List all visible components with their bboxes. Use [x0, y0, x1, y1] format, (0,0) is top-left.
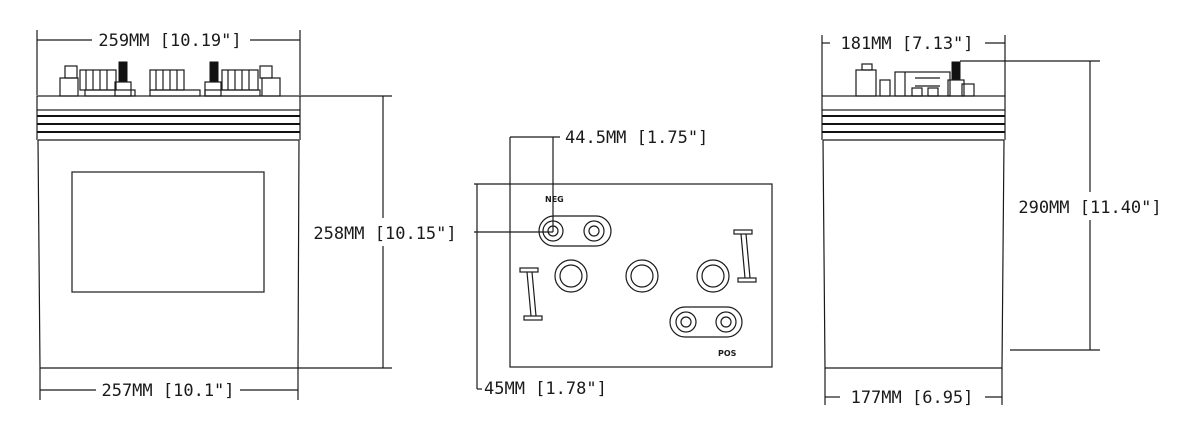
front-terminals [59, 61, 281, 97]
front-view: 259MM [10.19"] [36, 30, 457, 401]
side-bottom-width-label: 177MM [6.95] [851, 388, 974, 408]
pos-terminal [669, 306, 743, 338]
top-view-outline [509, 183, 773, 368]
handle-right [733, 229, 757, 283]
terminal-offset-x-label: 44.5MM [1.75"] [565, 128, 708, 148]
front-top-width-label: 259MM [10.19"] [98, 31, 241, 51]
side-height-label: 290MM [11.40"] [1018, 198, 1161, 218]
side-terminals [855, 61, 975, 97]
side-top-width-label: 181MM [7.13"] [840, 34, 973, 54]
terminal-offset-y-label: 45MM [1.78"] [484, 379, 607, 399]
neg-terminal [538, 215, 612, 247]
vent-caps [554, 259, 730, 293]
side-view: 181MM [7.13"] 290M [821, 34, 1162, 408]
pos-label: POS [718, 349, 737, 358]
top-view: 44.5MM [1.75"] 45MM [1.78"] NEG [474, 128, 773, 399]
front-height-label: 258MM [10.15"] [313, 224, 456, 244]
front-bottom-width-label: 257MM [10.1"] [101, 381, 234, 401]
handle-left [519, 267, 543, 321]
neg-label: NEG [545, 195, 564, 204]
front-label-panel [71, 171, 265, 293]
